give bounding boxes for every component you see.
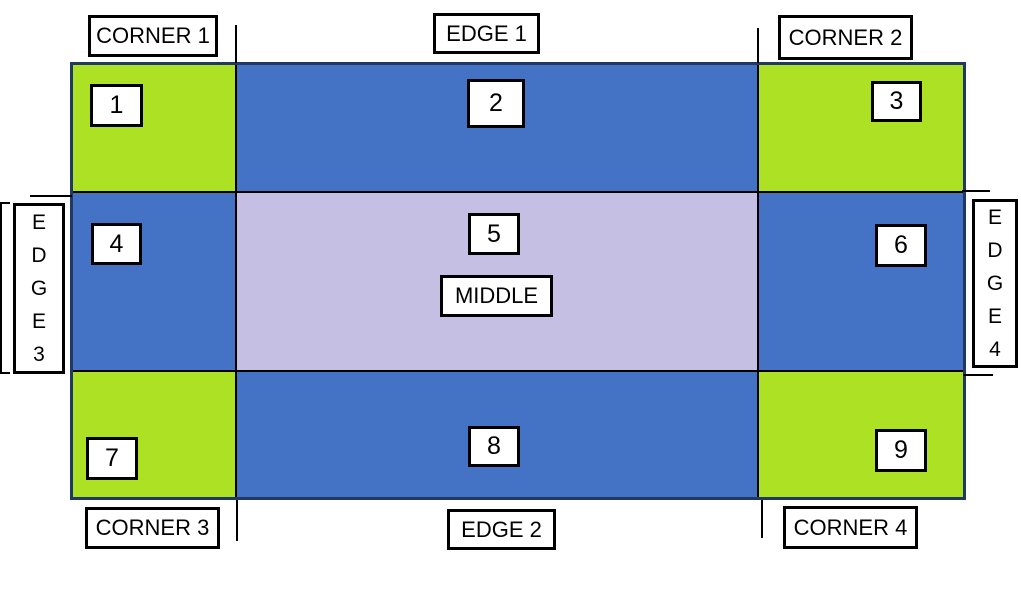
tick-bottom-left (236, 500, 238, 541)
edge1-label: EDGE 1 (446, 20, 527, 46)
left-bracket (0, 202, 10, 374)
middle-label: MIDDLE (454, 283, 539, 308)
number-label: 7 (105, 444, 119, 472)
number-label: 3 (889, 87, 904, 115)
middle-label-box: MIDDLE (440, 275, 553, 317)
corner2-label: CORNER 2 (788, 24, 903, 50)
edge4-label: E D G E 4 (986, 206, 1004, 361)
tick-right-row-bottom (963, 374, 993, 376)
corner3-label: CORNER 3 (95, 515, 210, 540)
number-label: 4 (109, 229, 124, 258)
number-label: 8 (487, 432, 501, 460)
cell-3-corner (758, 65, 963, 192)
number-label: 2 (489, 89, 503, 117)
number-box-6: 6 (875, 224, 927, 267)
corner4-label-box: CORNER 4 (783, 506, 918, 549)
grid-divider-vertical-1 (235, 65, 237, 497)
tick-top-left (235, 25, 237, 63)
number-box-2: 2 (467, 79, 525, 128)
corner1-label: CORNER 1 (96, 23, 210, 48)
cell-9-corner (758, 371, 963, 497)
edge4-label-box: E D G E 4 (972, 199, 1018, 368)
number-label: 6 (894, 231, 908, 259)
number-box-1: 1 (90, 84, 143, 127)
grid-divider-horizontal-2 (73, 370, 963, 372)
tick-bottom-right (761, 500, 763, 538)
number-label: 9 (894, 436, 908, 464)
tick-left-row (30, 195, 72, 197)
number-box-5: 5 (468, 213, 520, 255)
corner2-label-box: CORNER 2 (778, 15, 913, 60)
tick-right-row-top (962, 190, 990, 192)
grid-divider-vertical-2 (757, 65, 759, 497)
corner4-label: CORNER 4 (793, 514, 908, 540)
tick-top-right (757, 28, 759, 63)
corner1-label-box: CORNER 1 (88, 15, 218, 57)
edge2-label: EDGE 2 (461, 516, 542, 542)
corner3-label-box: CORNER 3 (85, 507, 220, 549)
number-box-9: 9 (875, 429, 927, 472)
number-label: 5 (487, 219, 501, 248)
number-box-4: 4 (91, 223, 142, 265)
edge1-label-box: EDGE 1 (433, 13, 540, 54)
edge2-label-box: EDGE 2 (447, 509, 556, 550)
number-box-8: 8 (468, 426, 520, 467)
cell-4-edge (73, 192, 236, 371)
cell-6-edge (758, 192, 963, 371)
number-label: 1 (109, 91, 124, 119)
number-box-7: 7 (86, 437, 138, 480)
edge3-label-box: E D G E 3 (13, 203, 65, 374)
edge3-label: E D G E 3 (30, 211, 48, 366)
grid-divider-horizontal-1 (73, 191, 963, 193)
number-box-3: 3 (871, 81, 922, 122)
